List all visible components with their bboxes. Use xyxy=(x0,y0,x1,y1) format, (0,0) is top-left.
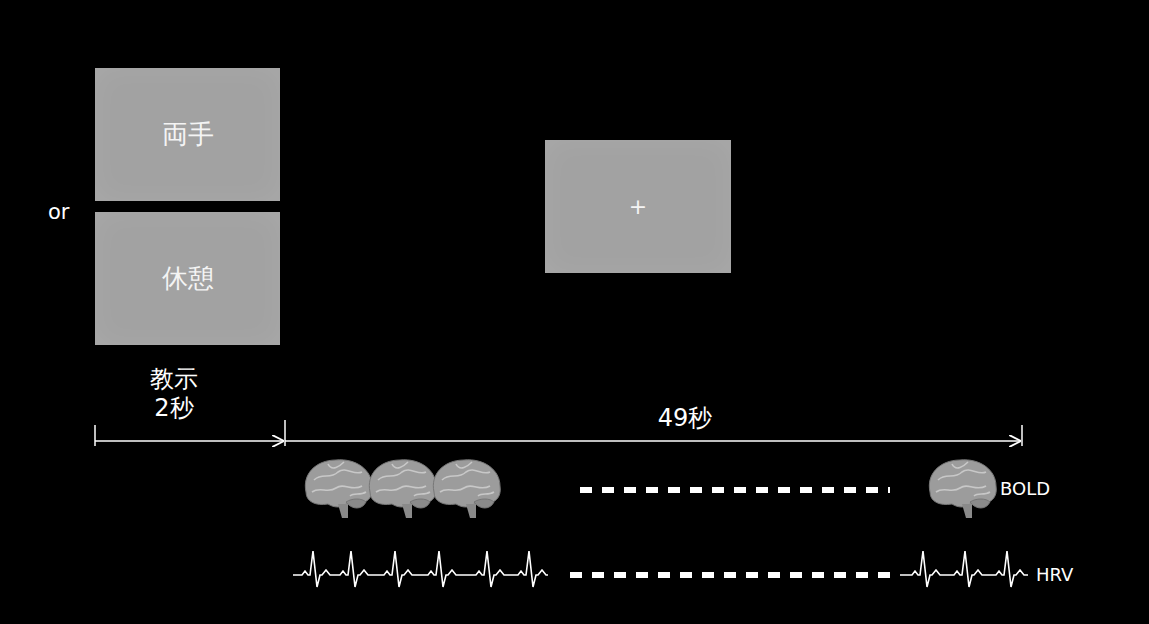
or-label: or xyxy=(48,200,88,225)
cue-duration: 教示 2秒 xyxy=(142,365,206,423)
ecg-trace xyxy=(293,551,548,587)
timeline xyxy=(95,420,1022,446)
signal-name: BOLD xyxy=(1000,478,1080,500)
screen-text: 休憩 xyxy=(162,261,214,296)
fixation-screen: + xyxy=(545,140,731,273)
dotted-line xyxy=(570,572,895,578)
bold-row xyxy=(305,460,996,518)
ecg-trace xyxy=(900,551,1028,587)
instruction-screen: 休憩 xyxy=(95,212,280,345)
hrv-row xyxy=(293,551,1028,587)
duration-label: 49秒 xyxy=(640,404,730,433)
dotted-line xyxy=(580,487,890,493)
signal-name: HRV xyxy=(1036,564,1116,586)
instruction-screen: 両手 xyxy=(95,68,280,201)
screen-text: 両手 xyxy=(162,117,214,152)
screen-text: + xyxy=(629,194,647,219)
